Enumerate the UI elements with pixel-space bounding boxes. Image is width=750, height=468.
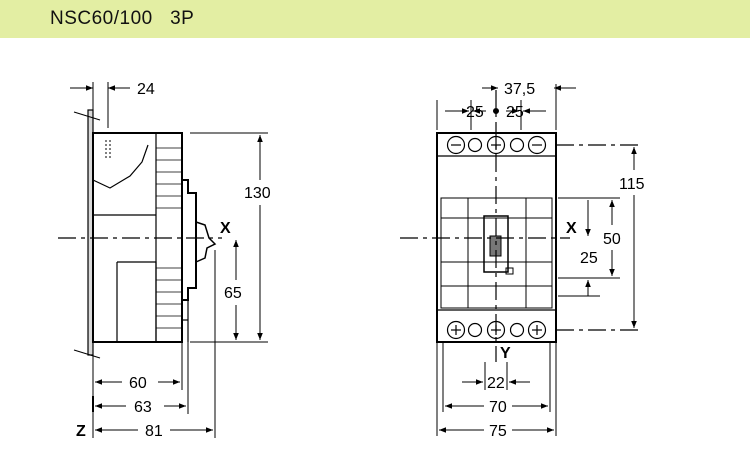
- dim-63-label: 63: [134, 399, 152, 416]
- dim-70-label: 70: [489, 399, 507, 416]
- dim-50-label: 50: [603, 231, 621, 248]
- dim-75-label: 75: [489, 423, 507, 440]
- toggle-handle: [195, 221, 217, 263]
- front-dimensions: [436, 84, 637, 436]
- dim-25-left-label: 25: [466, 104, 484, 121]
- dim-115-label: 115: [619, 176, 645, 193]
- plate-break-bottom: [73, 349, 101, 359]
- axis-y-label: Y: [500, 345, 511, 362]
- dim-25-vert-label: 25: [580, 250, 598, 267]
- top-terminals: [446, 135, 547, 155]
- dim-24-label: 24: [137, 81, 155, 98]
- dim-37-5-label: 37,5: [504, 81, 535, 98]
- side-view: [73, 109, 217, 359]
- dim-81-label: 81: [145, 423, 163, 440]
- title-band: NSC60/100 3P: [0, 0, 750, 38]
- front-labels: 37,5 25 25 115 50 25 X Y 22 70 75: [466, 81, 645, 440]
- dim-130-label: 130: [244, 185, 271, 202]
- axis-x-label-front: X: [566, 220, 577, 237]
- side-labels: 24 130 65 X 60 63 81 Z: [76, 81, 271, 440]
- side-dimensions: [70, 82, 268, 438]
- terminal-top: [92, 144, 149, 189]
- dim-60-label: 60: [129, 375, 147, 392]
- toggle-window: [483, 215, 509, 273]
- rib-lines: [156, 147, 182, 329]
- model-title: NSC60/100 3P: [50, 8, 195, 29]
- dim-65-label: 65: [224, 285, 242, 302]
- axis-x-label-side: X: [220, 220, 231, 237]
- dimension-drawing: 24 130 65 X 60 63 81 Z: [58, 81, 645, 440]
- axis-z-label: Z: [76, 423, 86, 440]
- dim-25-right-label: 25: [506, 104, 524, 121]
- plate-break-top: [73, 111, 101, 121]
- dim-22-label: 22: [487, 375, 505, 392]
- front-profile: [182, 179, 197, 301]
- front-axis-lines: [400, 90, 642, 362]
